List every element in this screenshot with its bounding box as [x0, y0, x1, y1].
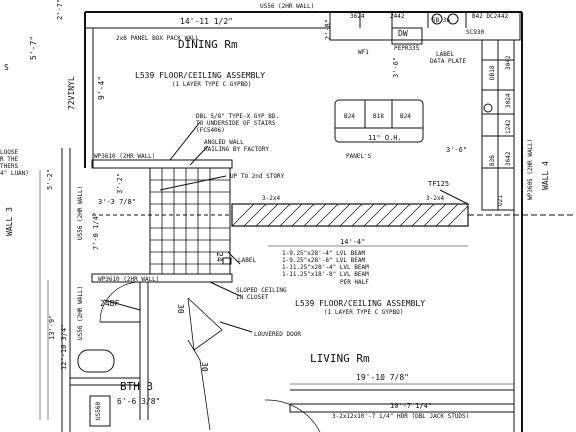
- cab-1242: 1242: [505, 119, 512, 134]
- label-edge-s: S: [4, 63, 9, 72]
- cab-pepr: PEPR335: [394, 45, 420, 52]
- beam-spec-3: 1-11.25"x28'-4" LVL BEAM: [282, 264, 369, 271]
- beam-per-half: PER HALF: [340, 279, 369, 286]
- label-panels: PANEL'S: [346, 153, 372, 160]
- beam-header-left: 3-2x4: [262, 195, 280, 202]
- label-loose-3: THERS: [0, 163, 18, 170]
- dim-3-2: 3'-2": [116, 173, 124, 194]
- dim-24: 24: [215, 252, 224, 262]
- beam-spec-4: 1-11.25"x18'-8" LVL BEAM: [282, 271, 369, 278]
- label-angled-2: RAILING BY FACTORY: [204, 146, 269, 153]
- label-header: 3-2x12x10'-7 1/4" HDR (DBL JACK STUDS): [332, 413, 469, 420]
- room-dining: DINING Rm: [178, 38, 238, 51]
- cab-b42: B42 DC2442: [472, 13, 509, 20]
- dim-5-2: 5'-2": [46, 169, 54, 190]
- label-louvered: LOUVERED DOOR: [254, 331, 301, 338]
- label-up: UP TO 2nd STORY: [230, 173, 285, 180]
- dim-14-4: 14'-4": [340, 238, 365, 246]
- dim-30a: 30: [176, 304, 185, 314]
- cab-3024: 3024: [505, 93, 512, 108]
- dim-30b: 30: [200, 362, 209, 372]
- cab-dw: DW: [398, 29, 408, 38]
- label-wf1: WF1: [358, 49, 369, 56]
- label-dbl-58-1: DBL 5/8" TYPE-X GYP BD.: [196, 113, 279, 120]
- label-floor-2: L539 FLOOR/CEILING ASSEMBLY: [295, 299, 425, 308]
- dim-11-oh: 11" O.H.: [368, 134, 402, 142]
- beam-header-right: 3-2x4: [426, 195, 444, 202]
- label-loose-4: 4" LUAN): [0, 170, 29, 177]
- label-wall-top: US56 (2HR WALL): [260, 3, 314, 10]
- label-dbl-58-2: TO UNDERSIDE OF STAIRS: [196, 120, 276, 127]
- label-sloped-1: SLOPED CEILING: [236, 287, 287, 294]
- label-24bf: 24BF: [100, 299, 119, 308]
- beam-spec-2: 1-9.25"x28'-8" LVL BEAM: [282, 257, 365, 264]
- label-small: LABEL: [238, 257, 256, 264]
- label-wall-lower: WP3610 (2HR WALL): [98, 276, 159, 283]
- cab-sc: SC930: [466, 29, 484, 36]
- label-floor-1-sub: (1 LAYER TYPE C GYPBD): [172, 81, 251, 88]
- label-floor-2-sub: (1 LAYER TYPE C GYPBD): [324, 309, 403, 316]
- label-wall-3: WALL 3: [5, 207, 14, 236]
- label-us56-b: US56 (2HR WALL): [77, 286, 84, 340]
- cab-b36: B36: [489, 155, 496, 166]
- dim-7-0: 7'-0 1/4": [92, 212, 100, 250]
- dim-19-10: 19'-10 7/8": [356, 373, 409, 382]
- dim-13-9: 13'-9": [48, 315, 56, 340]
- beam-spec-1: 1-9.25"x28'-4" LVL BEAM: [282, 250, 365, 257]
- island-b24b: B24: [400, 113, 411, 120]
- room-bath: BTH 3: [120, 380, 153, 393]
- label-loose-2: R THE: [0, 156, 18, 163]
- cab-3042: 3042: [505, 55, 512, 70]
- label-us560: US560: [95, 402, 102, 420]
- label-panel: 2x6 PANEL BOX PACK WALL: [116, 35, 199, 42]
- dim-5-7: 5'-7": [29, 36, 38, 60]
- dim-2-8: 2'-8": [324, 19, 332, 40]
- dim-9-4: 9'-4": [97, 76, 106, 100]
- island-b24a: B24: [344, 113, 355, 120]
- bath-dimension: 6'-6 3/8": [117, 397, 160, 406]
- cab-3642: 3642: [505, 151, 512, 166]
- label-data-1: LABEL: [436, 51, 454, 58]
- label-loose-1: LOOSE: [0, 149, 18, 156]
- dim-12-10: 12'-10 3/4": [60, 324, 68, 370]
- dim-10-7: 10'-7 1/4": [390, 402, 432, 410]
- label-sloped-2: IN CLOSET: [236, 294, 269, 301]
- label-dbl-58-3: (FC5406): [196, 127, 225, 134]
- room-living: LIVING Rm: [310, 352, 370, 365]
- label-wp3605: WP3605 (2HR WALL): [527, 139, 534, 200]
- cab-2442: 2442: [390, 13, 405, 20]
- label-vinyl: 72VINYL: [67, 76, 76, 110]
- cab-3624: 3624: [350, 13, 365, 20]
- label-wall-4: WALL 4: [541, 161, 550, 190]
- dim-3-6a: 3'-6": [392, 57, 400, 78]
- dim-3-3: 3'-3 7/8": [98, 198, 136, 206]
- island-b18: B18: [373, 113, 384, 120]
- dim-3-6b: 3'-6": [446, 146, 467, 154]
- cab-db18: DB18: [489, 65, 496, 80]
- label-angled-1: ANGLED WALL: [204, 139, 244, 146]
- cab-u21: U21: [497, 195, 504, 206]
- label-wall-upper: WP3610 (2HR WALL): [94, 153, 155, 160]
- label-tf125: TF125: [428, 180, 449, 188]
- label-floor-1: L539 FLOOR/CEILING ASSEMBLY: [135, 71, 265, 80]
- label-data-2: DATA PLATE: [430, 58, 467, 65]
- cab-sb: SB 36: [432, 17, 450, 24]
- label-us56-v: US56 (2HR WALL): [77, 186, 84, 240]
- dim-14-11: 14'-11 1/2": [180, 17, 233, 26]
- dim-2-7: 2'-7": [56, 0, 64, 20]
